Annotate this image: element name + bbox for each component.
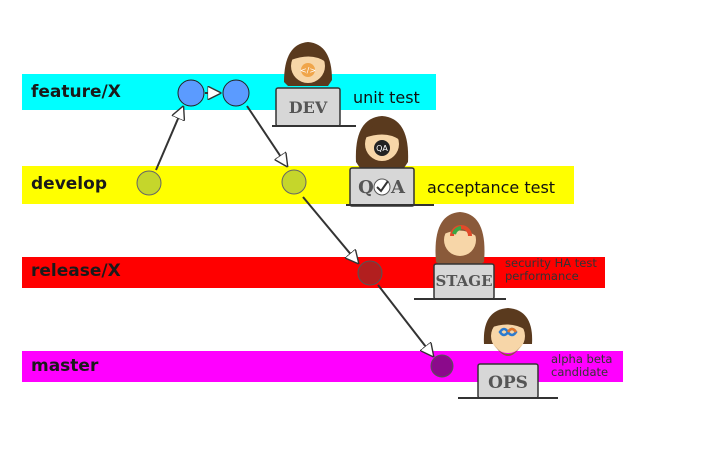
note-stage: security HA test performance [505,257,597,283]
laptop-label-qa-q: Q [358,177,374,198]
edge-release-to-master [377,284,433,356]
edge-feature-to-develop [246,105,287,166]
note-ops: alpha beta candidate [551,353,612,379]
note-ops-line-2: candidate [551,365,609,379]
commit-feature-2 [222,79,250,107]
svg-text:</>: </> [300,66,316,75]
note-stage-line-2: performance [505,269,579,283]
note-stage-line-1: security HA test [505,256,597,270]
branch-label-develop: develop [31,174,107,194]
persona-dev: </> DEV [272,42,356,127]
branch-band-release [22,257,605,288]
note-ops-line-1: alpha beta [551,352,613,366]
branch-label-master: master [31,356,99,376]
commit-develop-2 [281,169,307,195]
branch-label-feature: feature/X [31,82,121,102]
note-unit-test: unit test [353,88,420,107]
commit-develop-1 [136,170,162,196]
commit-release-1 [357,260,383,286]
commit-feature-1 [177,79,205,107]
persona-stage: STAGE [414,212,506,300]
code-icon [301,63,315,77]
note-acceptance-test: acceptance test [427,178,556,197]
laptop-label-ops: OPS [488,373,528,393]
qa-icon [374,140,390,156]
persona-ops: OPS [458,308,558,399]
branch-label-release: release/X [31,261,121,281]
commit-master-1 [430,354,454,378]
laptop-label-dev: DEV [289,98,328,117]
laptop-label-qa-a: A [390,177,406,198]
edge-develop-to-feature [155,107,183,171]
svg-text:QA: QA [376,144,388,153]
laptop-label-stage: STAGE [435,272,492,290]
edge-develop-to-release [302,196,358,263]
persona-qa: QA Q A [346,116,434,207]
